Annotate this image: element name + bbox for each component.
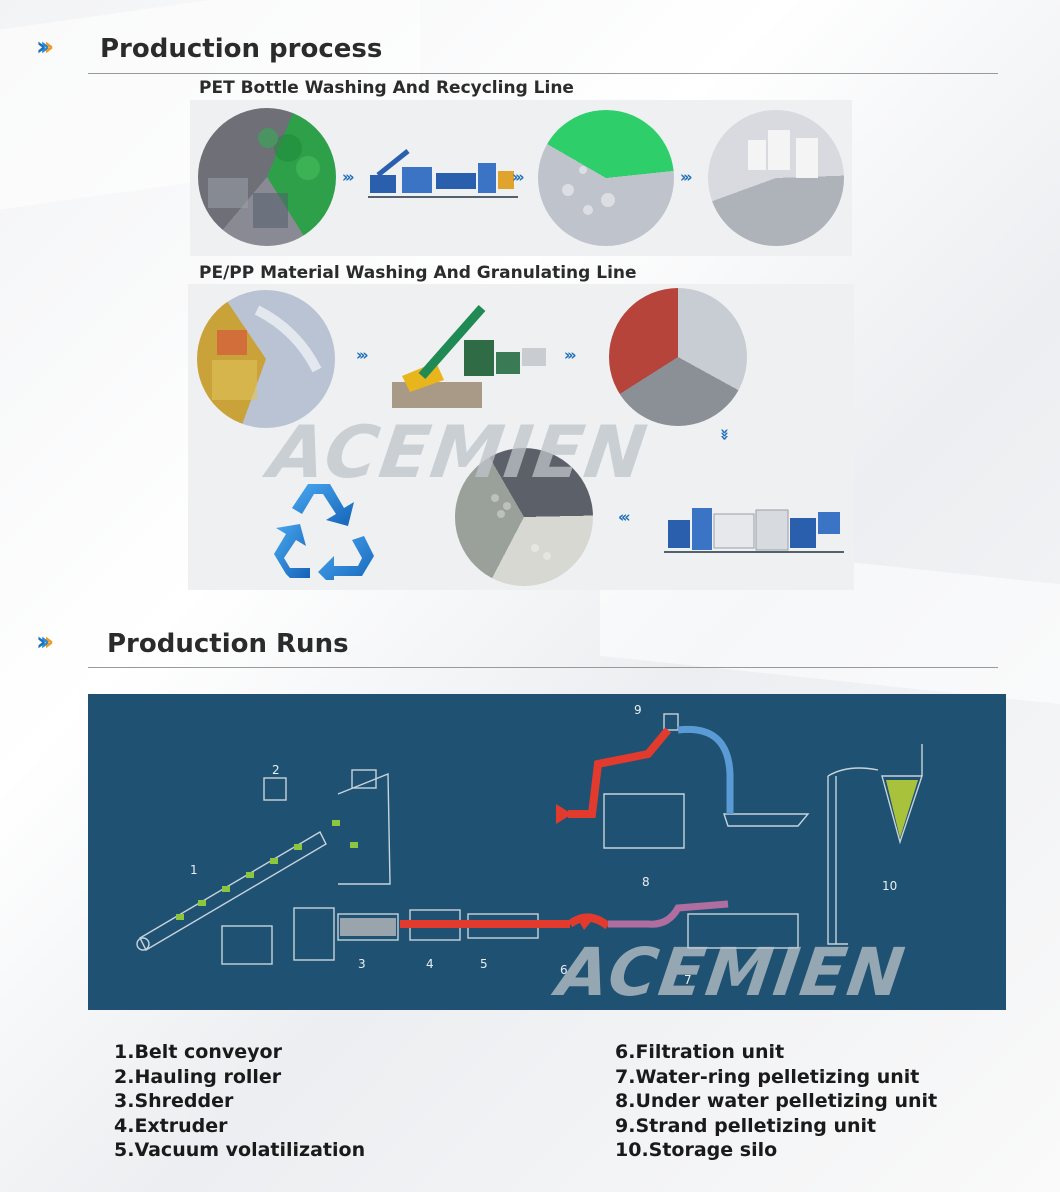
legend-left: 1.Belt conveyor 2.Hauling roller 3.Shred…	[114, 1040, 365, 1163]
diagram-label-1: 1	[190, 863, 198, 877]
production-line-schematic: 1 2 3 4 5 6 7 8 9 10	[136, 703, 923, 987]
section-title: Production Runs	[107, 629, 349, 659]
diagram-label-6: 6	[560, 963, 568, 977]
flow-chevrons-icon: ›››	[512, 168, 524, 186]
legend-item: 5.Vacuum volatilization	[114, 1139, 366, 1161]
legend-item: 2.Hauling roller	[114, 1065, 282, 1088]
pepp-line-title: PE/PP Material Washing And Granulating L…	[199, 263, 637, 283]
triple-chevron-icon: ›››	[36, 32, 54, 62]
legend-item: 3.Shredder	[114, 1090, 234, 1112]
legend-item: 9.Strand pelletizing unit	[615, 1114, 877, 1137]
diagram-label-5: 5	[480, 957, 488, 971]
watermark-text: ACEMIEN	[264, 410, 654, 494]
flow-chevrons-icon: ›››	[680, 168, 692, 186]
flow-chevrons-icon: ›››	[715, 428, 734, 438]
flow-chevrons-icon: ›››	[564, 346, 576, 364]
flow-chevrons-icon: ›››	[356, 346, 368, 364]
watermark-text: ACEMIEN	[552, 934, 911, 1010]
pepp-line-panel: ››› ››› ››› ‹‹‹ ACEMIEN	[188, 284, 854, 590]
diagram-label-2: 2	[272, 763, 280, 777]
diagram-label-9: 9	[634, 703, 642, 717]
diagram-label-10: 10	[882, 879, 897, 893]
granulating-line-machine	[392, 305, 546, 408]
legend-item: 4.Extruder	[114, 1114, 228, 1137]
bottle-bales-photo	[198, 108, 336, 246]
pelletizing-machine	[664, 508, 844, 553]
diagram-label-4: 4	[426, 957, 434, 971]
section-title: Production process	[100, 34, 383, 64]
legend-right: 6.Filtration unit 7.Water-ring pelletizi…	[615, 1040, 937, 1163]
section-header-runs: ››› Production Runs	[36, 627, 998, 668]
pp-bales-photo	[197, 290, 335, 428]
pet-flakes-photo	[538, 110, 674, 246]
flow-chevrons-icon: ›››	[342, 168, 354, 186]
pet-line-panel: ››› ››› ›››	[190, 100, 852, 256]
legend-item: 7.Water-ring pelletizing unit	[615, 1065, 920, 1088]
legend-item: 6.Filtration unit	[615, 1041, 785, 1063]
pet-fiber-photo	[708, 110, 844, 246]
diagram-label-8: 8	[642, 875, 650, 889]
legend-item: 10.Storage silo	[615, 1139, 778, 1161]
triple-chevron-icon: ›››	[36, 627, 54, 657]
washing-line-machine	[368, 149, 518, 198]
pellets-photo	[455, 448, 593, 586]
flow-chevrons-icon: ‹‹‹	[618, 508, 630, 526]
diagram-label-7: 7	[684, 973, 692, 987]
production-line-diagram: 1 2 3 4 5 6 7 8 9 10 ACEMIEN	[88, 694, 1006, 1010]
legend-item: 8.Under water pelletizing unit	[615, 1090, 938, 1112]
recycle-icon	[274, 484, 374, 580]
pp-flakes-photo	[609, 288, 747, 426]
pet-line-title: PET Bottle Washing And Recycling Line	[199, 78, 574, 98]
section-header-process: ››› Production process	[36, 32, 998, 74]
diagram-label-3: 3	[358, 957, 366, 971]
legend-item: 1.Belt conveyor	[114, 1041, 282, 1063]
section-divider	[88, 667, 998, 668]
section-divider	[88, 73, 998, 74]
